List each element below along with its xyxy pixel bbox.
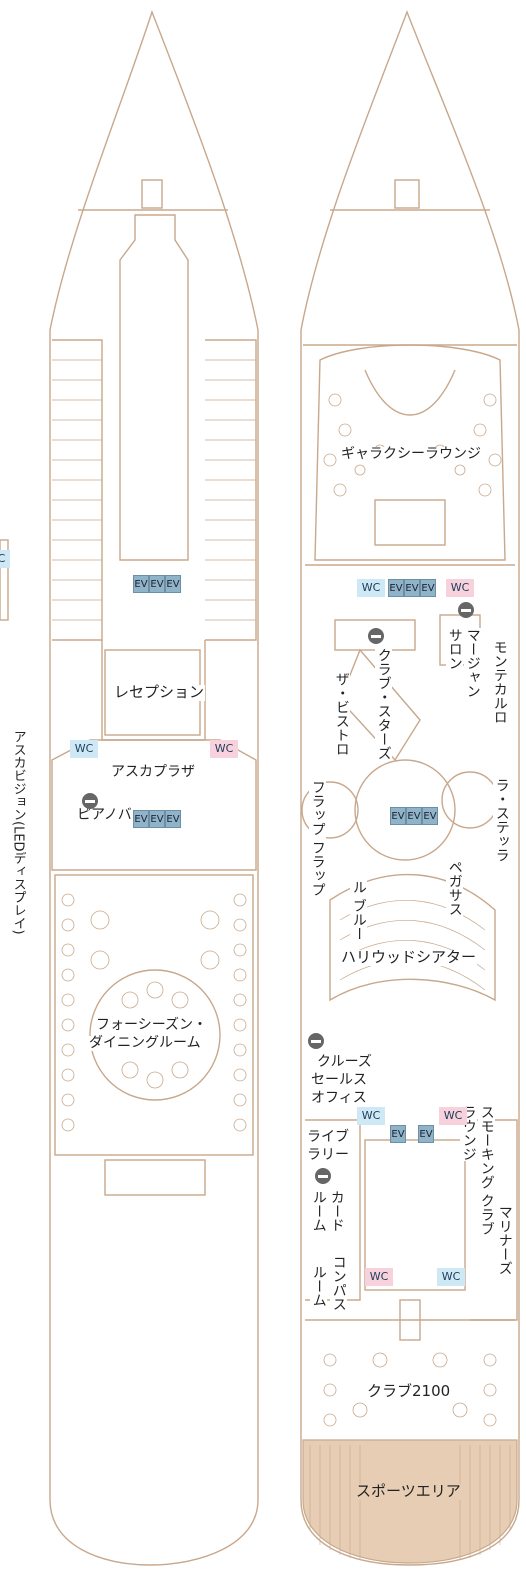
the-bistro-label: ザ・ビストロ bbox=[333, 672, 350, 756]
wc-left-1: WC bbox=[70, 740, 98, 758]
no-entry-icon-salon bbox=[458, 602, 474, 618]
club-stars-label: クラブ・スターズ bbox=[375, 648, 392, 760]
library-line1: ライブ bbox=[306, 1129, 350, 1145]
elevator-right-top-3: EV bbox=[420, 579, 436, 597]
central-atrium bbox=[354, 759, 456, 861]
aska-plaza-label: アスカプラザ bbox=[110, 764, 196, 780]
wc-right-1: WC bbox=[357, 579, 385, 597]
elevator-right-low-2: EV bbox=[418, 1125, 434, 1143]
monte-carlo-label: モンテカルロ bbox=[491, 640, 508, 724]
wc-right-3: WC bbox=[357, 1107, 385, 1125]
compass-room-line2: ルーム bbox=[310, 1265, 327, 1307]
sports-area-label: スポーツエリア bbox=[355, 1482, 462, 1500]
wc-left-edge: WC bbox=[0, 550, 10, 568]
smoking-club-label: スモーキング クラブ bbox=[478, 1105, 495, 1236]
galaxy-lounge-label: ギャラクシーラウンジ bbox=[340, 446, 482, 462]
wc-right-6: WC bbox=[437, 1268, 465, 1286]
piano-bar-label: ピアノバー bbox=[76, 807, 147, 823]
right-hull-outline bbox=[300, 10, 520, 1566]
elevator-left-top-3: EV bbox=[165, 575, 181, 593]
library-line2: ラリー bbox=[306, 1147, 350, 1163]
salon-label: サロン bbox=[446, 628, 463, 670]
dining-round bbox=[89, 969, 221, 1101]
theater-seating bbox=[329, 873, 496, 1002]
aska-vision-label: アスカビジョン(LEDディスプレイ) bbox=[10, 730, 26, 935]
flap-flap-label: フラップ フラップ bbox=[309, 780, 326, 897]
mariners-label: マリナーズ bbox=[496, 1205, 513, 1275]
elevator-left-mid-3: EV bbox=[165, 810, 181, 828]
cruise-sales-line1: クルーズ bbox=[316, 1054, 373, 1070]
elevator-right-mid-3: EV bbox=[422, 807, 438, 825]
ruble-label: ル ブルー bbox=[350, 880, 367, 941]
reception-label: レセプション bbox=[113, 683, 206, 701]
cruise-sales-line3: オフィス bbox=[310, 1090, 368, 1106]
left-cabins bbox=[52, 339, 257, 641]
la-stella-label: ラ・ステッラ bbox=[493, 778, 510, 862]
club2100-label: クラブ2100 bbox=[366, 1382, 452, 1400]
galaxy-lounge-outline bbox=[314, 344, 506, 561]
elevator-left-top-2: EV bbox=[149, 575, 165, 593]
wc-right-5: WC bbox=[365, 1268, 393, 1286]
elevator-right-low-1: EV bbox=[390, 1125, 406, 1143]
elevator-right-mid-2: EV bbox=[406, 807, 422, 825]
wc-right-4: WC bbox=[439, 1107, 467, 1125]
dining-label-line2: ダイニングルーム bbox=[88, 1035, 202, 1051]
mahjong-label: マージャン bbox=[464, 628, 481, 698]
no-entry-icon-left bbox=[82, 793, 98, 809]
sports-area-fill bbox=[302, 1439, 518, 1564]
elevator-right-top-1: EV bbox=[388, 579, 404, 597]
cruise-sales-line2: セールス bbox=[310, 1072, 368, 1088]
compass-room-line1: コンパス bbox=[330, 1255, 347, 1311]
no-entry-icon-cruise bbox=[308, 1033, 324, 1049]
no-entry-icon-club-stars bbox=[368, 628, 384, 644]
elevator-right-mid-1: EV bbox=[390, 807, 406, 825]
card-room-line2: ルーム bbox=[310, 1190, 327, 1232]
elevator-left-mid-2: EV bbox=[149, 810, 165, 828]
wc-left-2: WC bbox=[210, 740, 238, 758]
left-hull-outline bbox=[49, 9, 259, 1566]
card-room-line1: カード bbox=[328, 1190, 345, 1232]
no-entry-icon-card bbox=[315, 1168, 331, 1184]
wc-right-2: WC bbox=[446, 579, 474, 597]
hollywood-theater-label: ハリウッドシアター bbox=[340, 948, 478, 966]
elevator-right-top-2: EV bbox=[404, 579, 420, 597]
elevator-left-top-1: EV bbox=[133, 575, 149, 593]
elevator-left-mid-1: EV bbox=[133, 810, 149, 828]
dining-label-line1: フォーシーズン・ bbox=[95, 1017, 209, 1033]
pegasus-label: ペガサス bbox=[446, 860, 463, 916]
